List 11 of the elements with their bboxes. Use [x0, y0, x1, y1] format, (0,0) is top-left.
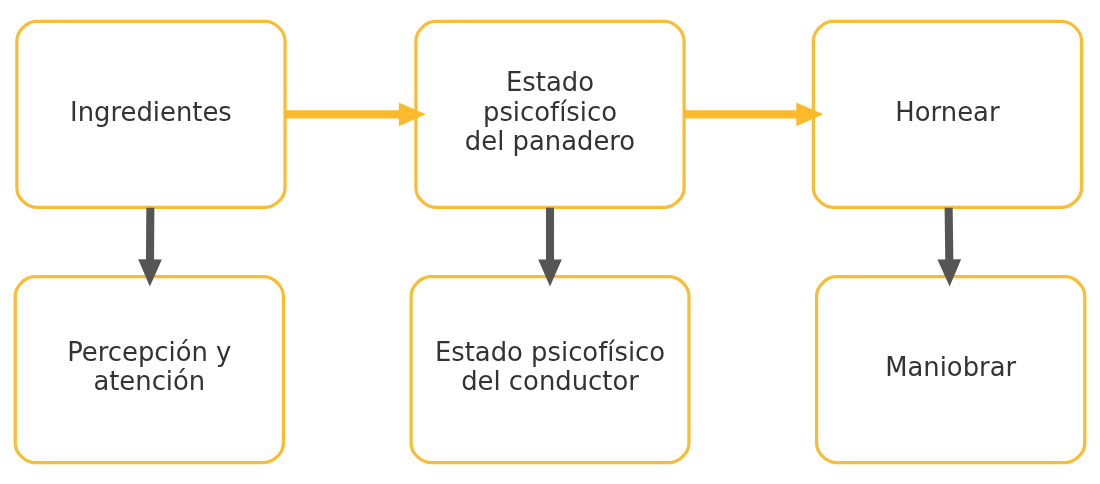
node-box: Percepción y atención	[13, 275, 286, 465]
node-box: Estado psicofísico del conductor	[409, 275, 691, 465]
arrow	[538, 207, 562, 287]
arrow	[285, 102, 426, 127]
node-box: Hornear	[811, 19, 1084, 209]
node-box: Estado psicofísico del panadero	[414, 19, 686, 209]
arrow	[138, 207, 162, 287]
arrow	[937, 207, 962, 287]
node-box: Maniobrar	[814, 275, 1087, 465]
arrow	[684, 102, 824, 127]
node-box: Ingredientes	[15, 19, 287, 209]
